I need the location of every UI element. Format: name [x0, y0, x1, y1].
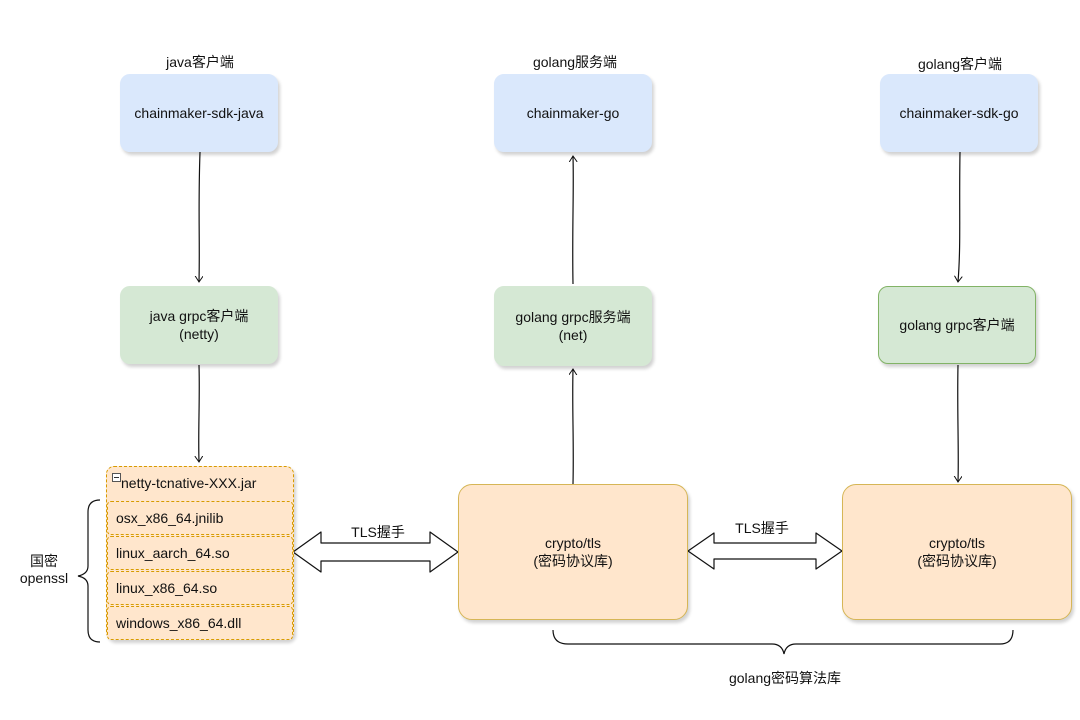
- golang-grpc-server-box[interactable]: golang grpc服务端 (net): [494, 286, 652, 366]
- go-grpc-server-label-line2: (net): [558, 327, 588, 343]
- arrow-sdk-go-to-grpc: [958, 151, 960, 282]
- netty-tcnative-title: netty-tcnative-XXX.jar: [121, 475, 257, 491]
- arrow-grpc-java-to-libs: [199, 364, 200, 462]
- chainmaker-go-box[interactable]: chainmaker-go: [494, 74, 652, 152]
- sdk-go-label: chainmaker-sdk-go: [899, 105, 1019, 121]
- crypto-tls-server-box[interactable]: crypto/tls (密码协议库): [458, 484, 688, 620]
- openssl-label: openssl: [19, 570, 69, 586]
- golang-crypto-lib-label: golang密码算法库: [728, 670, 842, 686]
- java-grpc-client-box[interactable]: java grpc客户端 (netty): [120, 286, 278, 364]
- gm-label: 国密: [30, 553, 58, 569]
- chainmaker-go-label: chainmaker-go: [526, 105, 620, 121]
- chainmaker-sdk-java-box[interactable]: chainmaker-sdk-java: [120, 74, 278, 152]
- bottom-brace: [552, 629, 1014, 655]
- collapse-icon[interactable]: [112, 473, 121, 482]
- golang-grpc-client-box[interactable]: golang grpc客户端: [878, 286, 1036, 364]
- golang-client-header: golang客户端: [917, 56, 1003, 72]
- arrow-grpc-server-to-app: [573, 156, 574, 285]
- tls-handshake-label-left: TLS握手: [351, 524, 405, 540]
- crypto-tls-label-line2: (密码协议库): [917, 553, 997, 569]
- crypto-tls-client-box[interactable]: crypto/tls (密码协议库): [842, 484, 1072, 620]
- lib-item-osx[interactable]: osx_x86_64.jnilib: [107, 501, 293, 535]
- lib-item-label: linux_aarch_64.so: [116, 545, 230, 561]
- java-grpc-label-line1: java grpc客户端: [149, 308, 249, 324]
- left-brace: [77, 499, 101, 643]
- lib-item-linux-aarch[interactable]: linux_aarch_64.so: [107, 536, 293, 570]
- lib-item-linux-x86[interactable]: linux_x86_64.so: [107, 571, 293, 605]
- crypto-tls-label-line1: crypto/tls: [544, 535, 601, 551]
- arrow-sdk-java-to-grpc: [199, 151, 200, 282]
- gm-openssl-label: 国密 openssl: [14, 553, 74, 587]
- java-client-header: java客户端: [166, 54, 234, 70]
- crypto-tls-label-line2: (密码协议库): [533, 553, 613, 569]
- netty-tcnative-container[interactable]: netty-tcnative-XXX.jar osx_x86_64.jnilib…: [106, 466, 294, 640]
- lib-item-label: osx_x86_64.jnilib: [116, 510, 224, 526]
- arrow-grpc-go-to-crypto: [958, 364, 959, 482]
- chainmaker-sdk-go-box[interactable]: chainmaker-sdk-go: [880, 74, 1038, 152]
- crypto-tls-label-line1: crypto/tls: [928, 535, 985, 551]
- netty-tcnative-title-row: netty-tcnative-XXX.jar: [107, 467, 293, 501]
- tls-handshake-label-right: TLS握手: [735, 520, 789, 536]
- sdk-java-label: chainmaker-sdk-java: [134, 105, 264, 121]
- lib-item-label: linux_x86_64.so: [116, 580, 218, 596]
- golang-server-header: golang服务端: [532, 54, 618, 70]
- go-grpc-client-label: golang grpc客户端: [899, 317, 1015, 333]
- java-grpc-label-line2: (netty): [179, 326, 219, 342]
- go-grpc-server-label-line1: golang grpc服务端: [515, 309, 631, 325]
- lib-item-label: windows_x86_64.dll: [116, 615, 242, 631]
- arrow-crypto-to-grpc-server: [573, 369, 574, 485]
- tls-double-arrow-right: [687, 532, 843, 570]
- lib-item-windows[interactable]: windows_x86_64.dll: [107, 606, 293, 640]
